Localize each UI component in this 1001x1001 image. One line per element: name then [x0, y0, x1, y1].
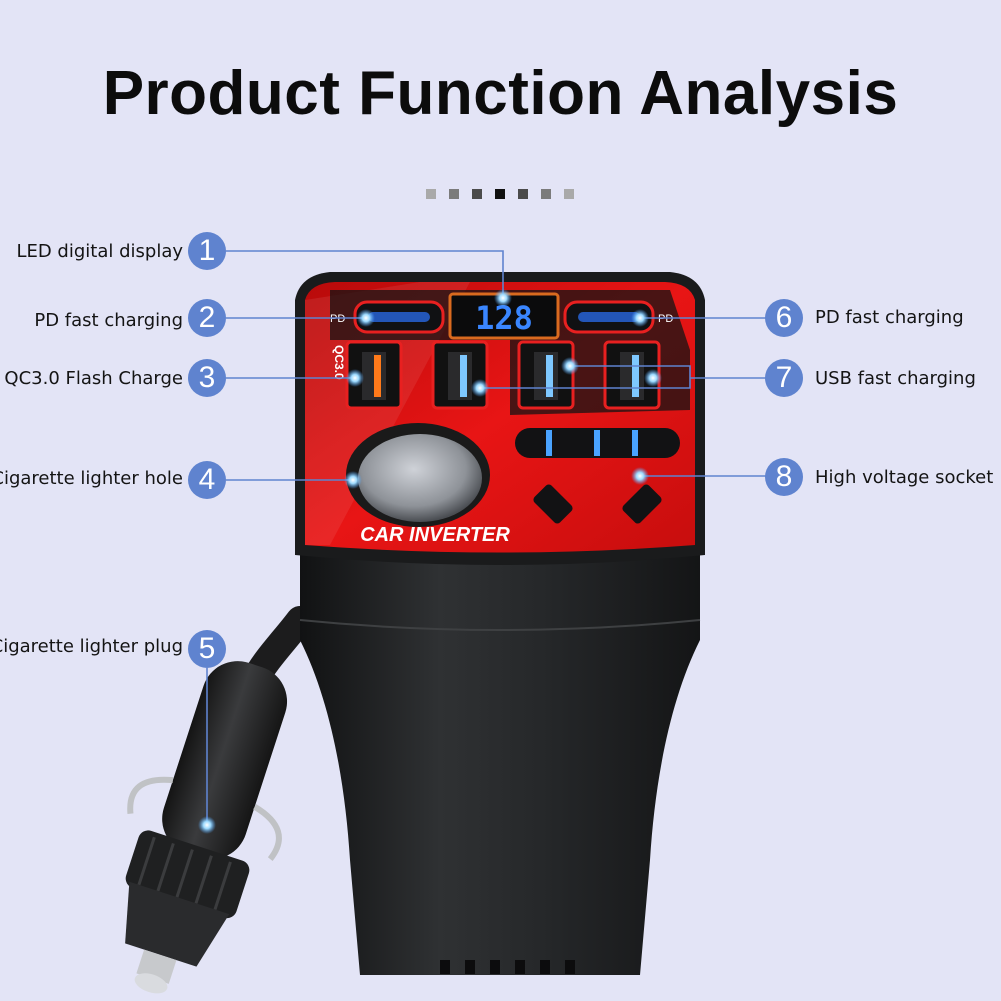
callout-label-4: Cigarette lighter hole [0, 468, 183, 489]
callout-badge-5: 5 [188, 630, 226, 668]
callout-label-8: High voltage socket [815, 467, 994, 488]
pagination-dot [495, 189, 505, 199]
qc-tag: QC3.0 [332, 345, 346, 380]
panel-text: CAR INVERTER [360, 524, 510, 546]
page-title: Product Function Analysis [102, 59, 899, 128]
callout-label-3: QC3.0 Flash Charge [4, 368, 183, 389]
callout-label-5: Cigarette lighter plug [0, 636, 183, 657]
callout-badge-3: 3 [188, 359, 226, 397]
pagination-dot [426, 189, 436, 199]
glow-points [198, 289, 662, 834]
callout-label-6: PD fast charging [815, 307, 964, 328]
cigarette-plug [125, 661, 288, 994]
callout-badge-4: 4 [188, 461, 226, 499]
pagination-dot [472, 189, 482, 199]
inverter-body [300, 520, 700, 975]
callout-label-7: USB fast charging [815, 368, 976, 389]
callout-badge-6: 6 [765, 299, 803, 337]
pagination-dot [518, 189, 528, 199]
pagination-dot [541, 189, 551, 199]
callout-badge-2: 2 [188, 299, 226, 337]
callout-label-1: LED digital display [16, 241, 183, 262]
pd-tag-right: PD [658, 313, 673, 325]
callout-label-2: PD fast charging [34, 310, 183, 331]
pagination-dots [426, 189, 574, 199]
pagination-dot [564, 189, 574, 199]
callout-badge-1: 1 [188, 232, 226, 270]
ac-socket [515, 428, 680, 524]
pagination-dot [449, 189, 459, 199]
leader-lines [206, 250, 775, 825]
callout-badge-8: 8 [765, 458, 803, 496]
callout-badge-7: 7 [765, 359, 803, 397]
usb-ports [345, 340, 661, 410]
pd-tag-left: PD [330, 313, 345, 325]
